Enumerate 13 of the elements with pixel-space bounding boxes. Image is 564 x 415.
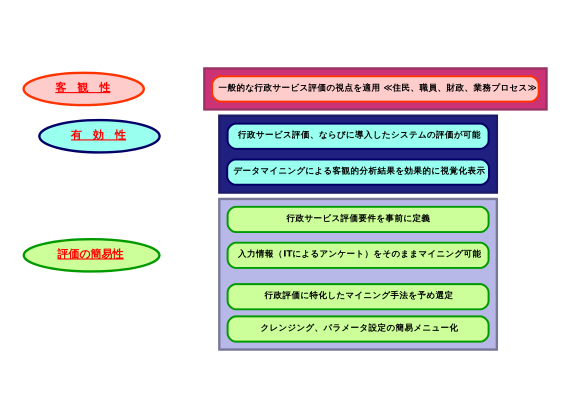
cluster [218,197,498,350]
cluster [203,66,548,110]
node-ellipse: 客 観 性 [22,71,145,106]
node-box: 行政サービス評価、ならびに導入したシステムの評価が可能 [226,122,490,150]
cluster [218,114,498,194]
node-box: データマイニングによる客観的分析結果を効果的に視覚化表示 [226,158,490,186]
node-ellipse: 評価の簡易性 [22,237,161,272]
node-box: 行政サービス評価要件を事前に定義 [226,205,490,233]
node-box: 一般的な行政サービス評価の視点を適用 ≪住民、職員、財政、業務プロセス≫ [211,74,540,102]
node-box: 行政評価に特化したマイニング手法を予め選定 [226,282,490,310]
node-ellipse: 有 効 性 [38,118,161,154]
node-box: クレンジング、パラメータ設定の簡易メニュー化 [226,314,490,342]
node-box: 入力情報（ITによるアンケート）をそのままマイニング可能 [226,241,490,268]
